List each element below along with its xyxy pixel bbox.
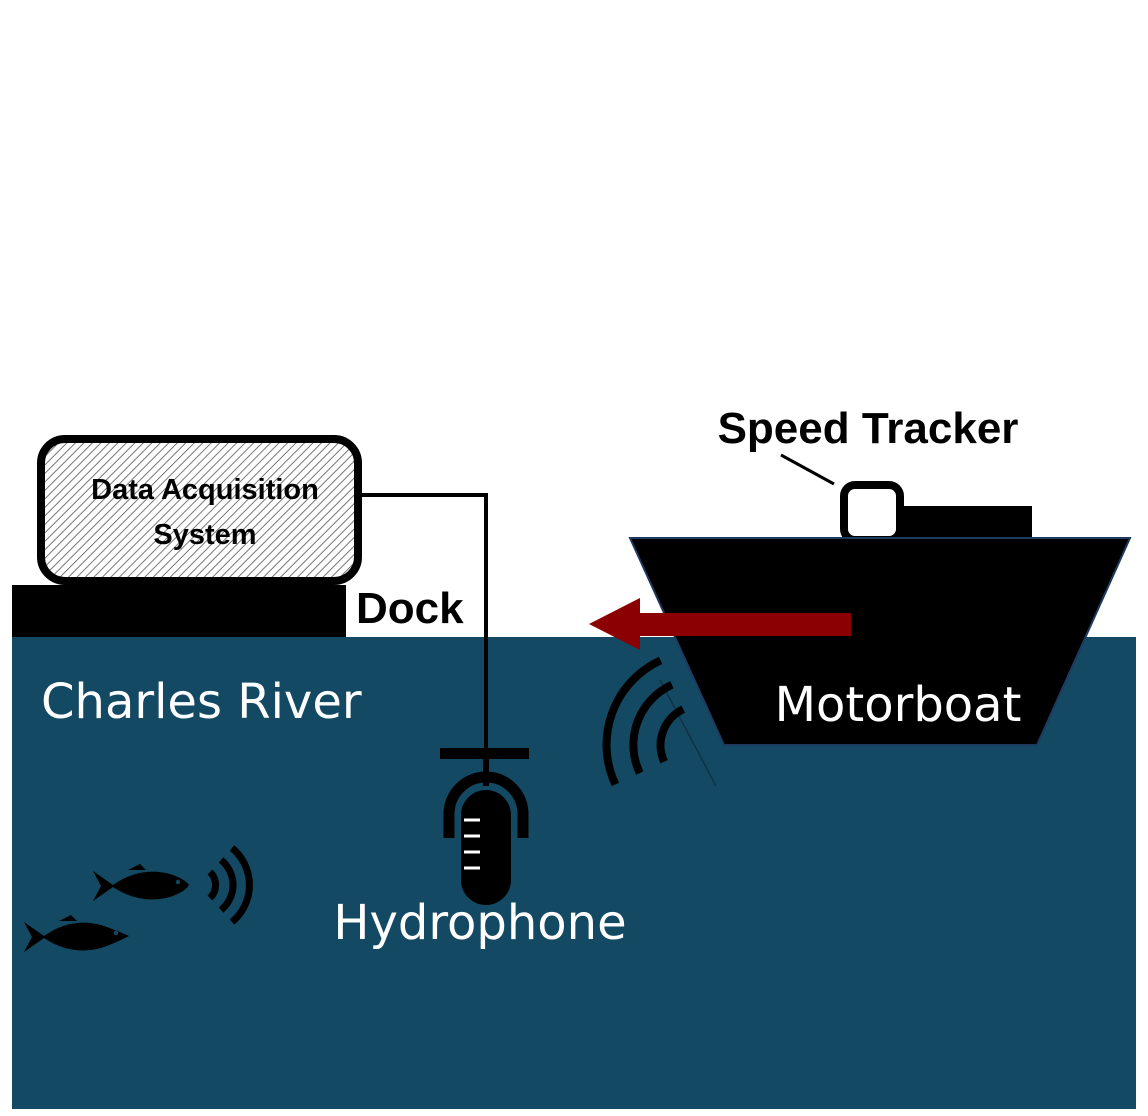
microphone-icon	[440, 748, 529, 905]
speed-tracker-label: Speed Tracker	[718, 404, 1019, 453]
boat-hull	[628, 537, 1132, 746]
arrow-left-icon	[589, 598, 851, 650]
fish-icon	[24, 915, 129, 952]
motorboat-label: Motorboat	[775, 677, 1022, 733]
sound-wave-icon	[207, 845, 253, 925]
speed-tracker-device	[840, 481, 904, 544]
boat-cabin	[895, 506, 1032, 542]
hydrophone-cable	[358, 493, 488, 752]
boat-wake-line	[659, 679, 717, 787]
hydrophone-label: Hydrophone	[333, 895, 626, 951]
river-label: Charles River	[41, 674, 362, 730]
data-acquisition-box	[37, 435, 362, 585]
dock-label: Dock	[356, 584, 464, 633]
speed-tracker-pointer	[780, 453, 835, 486]
data-acquisition-label-line2: System	[153, 519, 256, 551]
dock-platform	[12, 585, 346, 637]
sound-wave-icon	[602, 656, 686, 787]
data-acquisition-label-line1: Data Acquisition	[91, 474, 319, 506]
motorboat	[628, 481, 1132, 787]
fish-icon	[93, 864, 189, 901]
